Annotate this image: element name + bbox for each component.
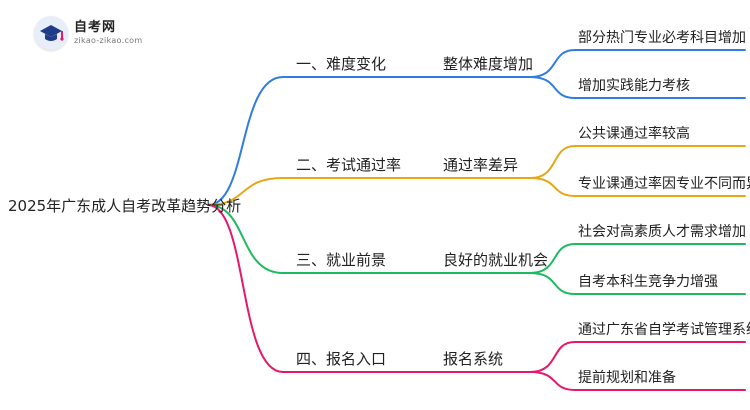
leaf-connector — [529, 145, 746, 179]
branch-topic: 三、就业前景 — [296, 251, 386, 269]
leaf-connector — [529, 49, 746, 78]
branch-connector — [207, 204, 284, 274]
leaf-topic: 社会对高素质人才需求增加 — [578, 223, 746, 240]
logo-name: 自考网 — [74, 20, 117, 35]
leaf-connector — [529, 177, 746, 197]
branch-topic: 二、考试通过率 — [296, 156, 401, 174]
branch-connector — [207, 204, 284, 373]
sub-topic: 报名系统 — [443, 350, 503, 368]
leaf-topic: 通过广东省自学考试管理系统报名 — [578, 322, 750, 338]
leaf-topic: 增加实践能力考核 — [578, 78, 690, 94]
graduation-cap-icon — [34, 16, 68, 50]
sub-topic: 通过率差异 — [443, 156, 518, 174]
root-topic: 2025年广东成人自考改革趋势分析 — [8, 197, 241, 215]
branch-connector — [207, 177, 284, 206]
site-logo[interactable]: 自考网 zikao-zikao.com — [34, 14, 144, 54]
leaf-topic: 部分热门专业必考科目增加 — [578, 30, 746, 46]
leaf-topic: 提前规划和准备 — [578, 369, 676, 386]
leaf-topic: 公共课通过率较高 — [578, 125, 690, 142]
leaf-topic: 专业课通过率因专业不同而异 — [578, 175, 750, 192]
logo-url: zikao-zikao.com — [74, 36, 143, 45]
sub-topic: 良好的就业机会 — [443, 251, 548, 269]
leaf-topic: 自考本科生竞争力增强 — [578, 273, 718, 290]
leaf-connector — [529, 272, 746, 295]
leaf-connector — [529, 76, 746, 99]
branch-topic: 一、难度变化 — [296, 55, 386, 73]
branch-topic: 四、报名入口 — [296, 350, 386, 368]
branch-connector — [207, 76, 284, 206]
leaf-connector — [529, 243, 746, 274]
leaf-connector — [529, 371, 746, 391]
leaf-connector — [529, 341, 746, 373]
sub-topic: 整体难度增加 — [443, 55, 533, 73]
